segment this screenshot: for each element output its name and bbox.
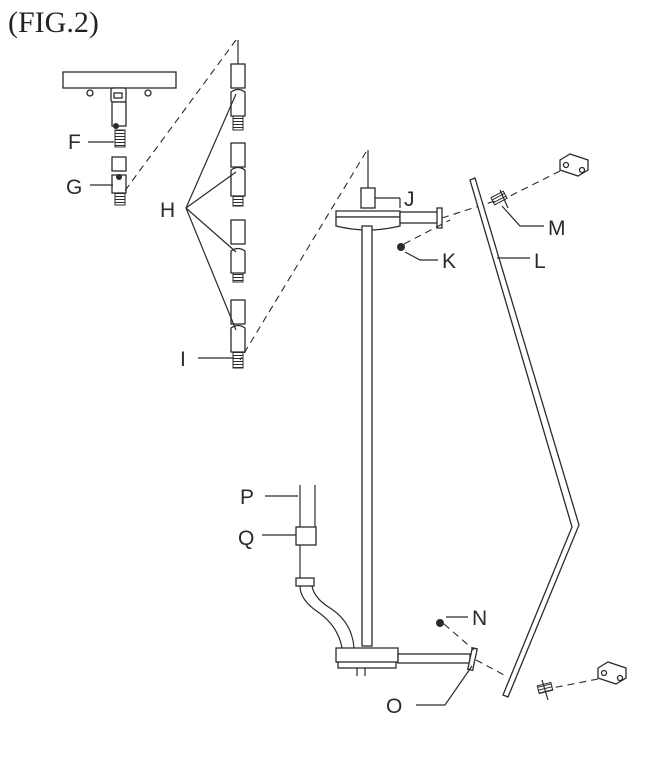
label-i: I bbox=[180, 348, 186, 371]
label-m: M bbox=[548, 217, 566, 240]
part-q-holder bbox=[295, 526, 317, 587]
label-p: P bbox=[240, 486, 254, 509]
bottom-hub bbox=[335, 647, 478, 676]
assembly-guide-lines bbox=[123, 39, 369, 361]
part-n-screw bbox=[436, 619, 444, 627]
label-j: J bbox=[404, 188, 415, 211]
part-j-top-connector bbox=[360, 187, 376, 209]
part-g-coupling bbox=[111, 156, 127, 206]
label-k: K bbox=[442, 250, 456, 273]
label-f: F bbox=[68, 131, 81, 154]
label-l: L bbox=[534, 250, 546, 273]
bottom-bracket bbox=[536, 661, 627, 701]
curved-arm bbox=[299, 585, 355, 649]
part-l-glass-panel bbox=[469, 177, 580, 698]
part-k-screw bbox=[397, 243, 405, 251]
label-q: Q bbox=[238, 527, 254, 550]
ceiling-canopy bbox=[62, 71, 177, 103]
label-o: O bbox=[386, 695, 402, 718]
label-n: N bbox=[472, 607, 487, 630]
part-h-downrod-links bbox=[230, 63, 246, 353]
part-f-hook-nipple bbox=[111, 101, 127, 148]
part-i-end-nipple bbox=[232, 351, 244, 369]
top-hub bbox=[335, 207, 443, 231]
figure-title: (FIG.2) bbox=[8, 6, 99, 39]
vertical-stem bbox=[361, 225, 373, 647]
label-g: G bbox=[66, 176, 82, 199]
leader-h bbox=[185, 93, 237, 331]
label-h: H bbox=[160, 199, 175, 222]
part-m-top-bracket bbox=[490, 153, 589, 209]
